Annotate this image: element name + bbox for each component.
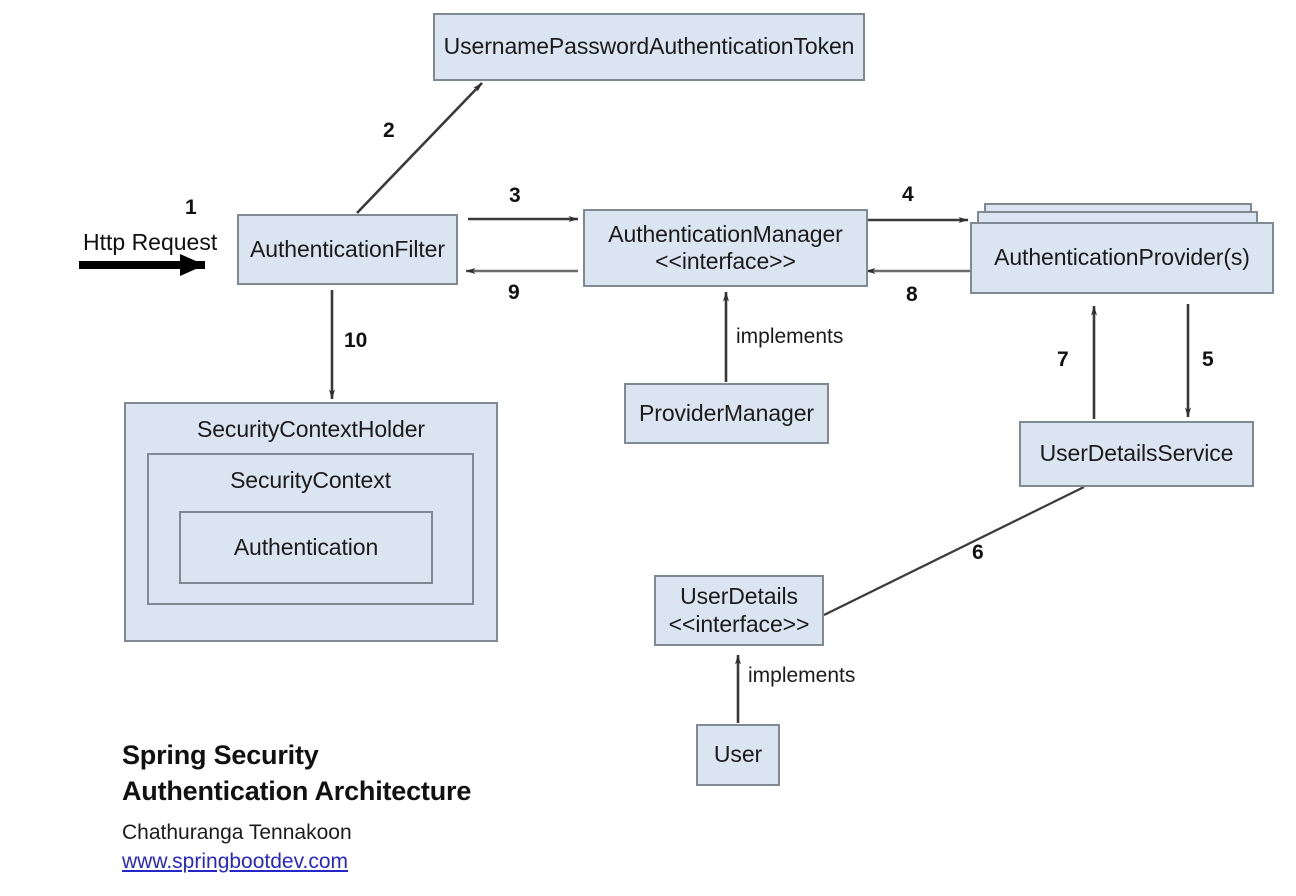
step-number-1: 1 [185, 196, 197, 219]
step-number-2: 2 [383, 119, 395, 142]
caption-title: Spring Security Authentication Architect… [122, 740, 472, 806]
implements-label-user: implements [748, 664, 856, 687]
step-number-3: 3 [509, 184, 521, 207]
node-authentication-filter[interactable]: AuthenticationFilter [237, 214, 458, 285]
step-number-4: 4 [902, 183, 914, 206]
step-number-10: 10 [344, 329, 368, 352]
node-authentication-manager[interactable]: AuthenticationManager <<interface>> [583, 209, 868, 287]
node-authentication-provider[interactable]: AuthenticationProvider(s) [970, 222, 1274, 294]
arrow-2-filter-to-token [356, 82, 483, 214]
step-number-5: 5 [1202, 348, 1214, 371]
node-user-details-service[interactable]: UserDetailsService [1019, 421, 1254, 487]
http-request-label: Http Request [83, 229, 218, 255]
caption-author: Chathuranga Tennakoon [122, 821, 352, 844]
step-number-8: 8 [906, 283, 918, 306]
step-number-9: 9 [508, 281, 520, 304]
node-authentication[interactable]: Authentication [179, 511, 433, 584]
implements-label-provider-manager: implements [736, 325, 844, 348]
node-provider-manager[interactable]: ProviderManager [624, 383, 829, 444]
step-number-6: 6 [972, 541, 984, 564]
node-user-details[interactable]: UserDetails <<interface>> [654, 575, 824, 646]
node-username-password-authentication-token[interactable]: UsernamePasswordAuthenticationToken [433, 13, 865, 81]
node-user[interactable]: User [696, 724, 780, 786]
step-number-7: 7 [1057, 348, 1069, 371]
caption-website-link[interactable]: www.springbootdev.com [122, 850, 349, 873]
line-6-service-to-user-details [823, 486, 1085, 616]
